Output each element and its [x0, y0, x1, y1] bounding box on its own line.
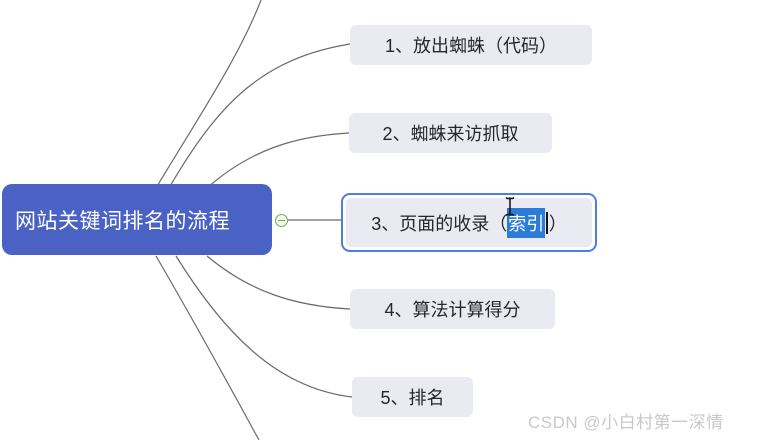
- connector-offscreen-top: [155, 0, 262, 189]
- central-topic-label: 网站关键词排名的流程: [15, 209, 230, 233]
- topic-label: 4、算法计算得分: [384, 300, 521, 320]
- topic-algorithm-score[interactable]: 4、算法计算得分: [350, 289, 555, 329]
- collapse-toggle-button[interactable]: [275, 214, 288, 227]
- connector-offscreen-bottom: [155, 255, 260, 440]
- topic-label: 2、蜘蛛来访抓取: [382, 124, 519, 144]
- minus-icon: [278, 219, 285, 222]
- topic-ranking[interactable]: 5、排名: [352, 377, 473, 417]
- topic-page-indexing-selected[interactable]: 3、页面的收录（索引）: [341, 193, 597, 252]
- connector-branch-5: [175, 255, 353, 398]
- topic-spider-crawl[interactable]: 2、蜘蛛来访抓取: [349, 113, 552, 153]
- ibeam-cursor: [505, 196, 515, 217]
- topic-label: 5、排名: [380, 388, 445, 408]
- topic-text-before: 3、页面的收录（: [371, 213, 508, 234]
- topic-release-spider[interactable]: 1、放出蜘蛛（代码）: [350, 25, 592, 65]
- text-caret: [546, 211, 548, 234]
- connector-branch-2: [206, 132, 350, 189]
- topic-text-after: ）: [548, 213, 567, 234]
- connector-branch-4: [206, 255, 351, 310]
- watermark: CSDN @小白村第一深情: [528, 413, 724, 432]
- connector-branch-1: [168, 43, 351, 189]
- topic-text-selection: 索引: [507, 207, 546, 238]
- central-topic[interactable]: 网站关键词排名的流程: [2, 184, 272, 255]
- topic-label: 1、放出蜘蛛（代码）: [384, 36, 557, 56]
- topic-page-indexing-editor[interactable]: 3、页面的收录（索引）: [346, 198, 592, 247]
